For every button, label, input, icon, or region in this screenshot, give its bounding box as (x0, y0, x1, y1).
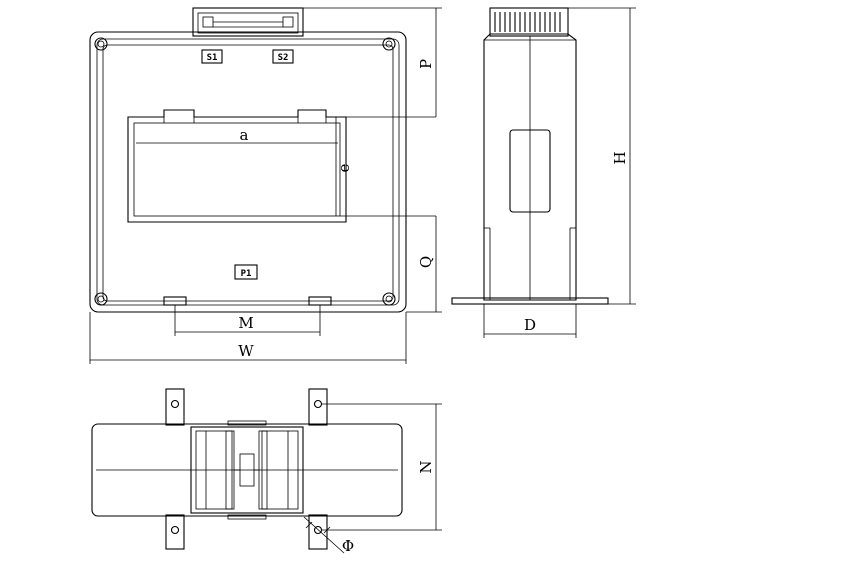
top-terminal-block (192, 7, 304, 37)
housing-inner-2 (102, 44, 394, 302)
dimension-e: e (326, 116, 436, 217)
dimension-d-label: D (524, 316, 536, 334)
dimension-m: M (174, 305, 321, 336)
dimension-e-label: e (335, 163, 353, 172)
dimension-q-label: Q (417, 256, 435, 268)
terminal-p1: P1 (234, 264, 258, 280)
front-view: S1 S2 P1 (89, 7, 407, 313)
dimension-phi-label: Φ (342, 537, 354, 555)
housing-inner (96, 38, 400, 306)
corner-screws (94, 37, 396, 306)
terminal-p1-label: P1 (241, 269, 252, 279)
dimension-h: H (568, 7, 636, 305)
dimension-p-label: P (417, 59, 435, 69)
window-opening (127, 109, 347, 223)
terminal-s2-label: S2 (278, 53, 289, 63)
dimension-q: Q (406, 216, 442, 313)
side-view (451, 7, 609, 305)
dimension-w: W (89, 312, 407, 364)
dimension-h-label: H (611, 151, 629, 164)
dimension-n: N (322, 403, 442, 531)
dimension-phi: Φ (303, 516, 354, 555)
dimension-p: P (303, 7, 442, 117)
dimension-w-label: W (238, 342, 254, 360)
terminal-s1: S1 (201, 49, 223, 64)
dimension-a-label: a (240, 126, 249, 144)
dimension-n-label: N (417, 460, 435, 473)
dimension-a: a (136, 126, 338, 144)
housing-outer (89, 31, 407, 313)
top-view (91, 388, 403, 550)
terminal-s2: S2 (272, 49, 294, 64)
terminal-s1-label: S1 (207, 53, 218, 63)
dimension-d: D (483, 304, 577, 338)
dimension-m-label: M (238, 314, 253, 332)
